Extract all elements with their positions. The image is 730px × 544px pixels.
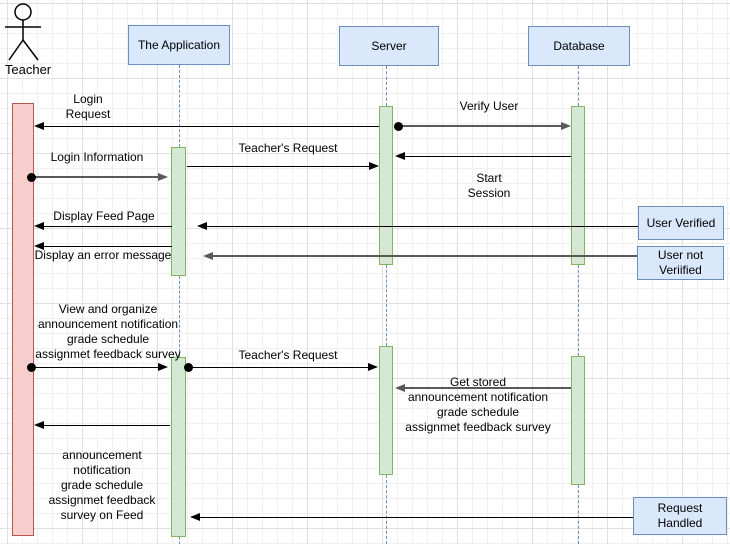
activation-bar-application-1 [171, 147, 186, 276]
note-label: Request Handled [657, 501, 703, 530]
arrowhead-icon [197, 222, 207, 230]
lifeline-application-segment [179, 276, 180, 357]
arrowhead-icon [395, 152, 405, 160]
note-label: User Verified [646, 215, 716, 230]
message-line-user-verified [205, 226, 638, 227]
message-line-display-error [42, 246, 172, 247]
message-label-get-stored: Get stored announcement notification gra… [405, 375, 551, 434]
message-label-view-organize: View and organize announcement notificat… [35, 302, 181, 361]
message-line-request-handled [198, 517, 633, 518]
origin-dot-icon [394, 122, 403, 131]
activation-bar-database-1 [571, 106, 585, 265]
origin-dot-icon [27, 363, 36, 372]
origin-dot-icon [27, 173, 36, 182]
activation-bar-server-2 [379, 346, 393, 475]
arrowhead-icon [34, 421, 44, 429]
lifeline-database-segment [578, 66, 579, 106]
message-line-login-request [42, 126, 379, 127]
arrowhead-icon [34, 122, 44, 130]
arrowhead-icon [34, 222, 44, 230]
note-user-verified: User Verified [638, 206, 724, 240]
message-line-feed-content [42, 425, 170, 426]
lifeline-application-segment [179, 65, 180, 147]
message-label-teachers-request-1: Teacher's Request [238, 141, 338, 155]
message-label-verify-user: Verify User [459, 99, 519, 113]
origin-dot-icon [184, 363, 193, 372]
lifeline-database-segment [578, 265, 579, 356]
arrowhead-icon [158, 363, 168, 371]
lifeline-header-label: Database [553, 39, 605, 53]
lifeline-server-segment [386, 265, 387, 346]
lifeline-database-segment [578, 485, 579, 544]
actor-stick-figure-icon [5, 3, 41, 61]
arrowhead-icon [34, 242, 44, 250]
activation-bar-application-2 [171, 357, 186, 537]
message-line-user-not-verified [211, 255, 637, 257]
arrowhead-icon [369, 162, 379, 170]
lifeline-header-the-application: The Application [128, 25, 230, 65]
message-label-display-feed-page: Display Feed Page [53, 209, 155, 223]
message-label-feed-content: announcement notification grade schedule… [48, 448, 156, 522]
note-request-handled: Request Handled [633, 497, 727, 535]
message-label-login-request: Login Request [65, 92, 111, 121]
activation-bar-teacher [12, 103, 34, 536]
message-line-start-session [403, 156, 571, 157]
message-line-verify-user [398, 125, 561, 127]
message-label-teachers-request-2: Teacher's Request [238, 348, 338, 362]
arrowhead-icon [190, 513, 200, 521]
note-label: User not Veriified [657, 248, 704, 277]
message-line-view-organize [31, 367, 158, 368]
activation-bar-database-2 [571, 356, 585, 485]
lifeline-header-database: Database [528, 26, 630, 66]
arrowhead-icon [395, 384, 405, 392]
lifeline-application-segment [179, 537, 180, 544]
message-line-display-feed-page [42, 226, 172, 227]
message-line-teachers-request-2 [188, 367, 368, 368]
lifeline-header-label: Server [371, 39, 407, 53]
message-label-start-session: Start Session [467, 171, 511, 200]
arrowhead-icon [561, 122, 571, 130]
note-user-not-verified: User not Veriified [637, 246, 724, 280]
message-label-login-information: Login Information [50, 150, 144, 164]
activation-bar-server-1 [379, 106, 393, 265]
message-label-display-error: Display an error message [34, 248, 172, 262]
lifeline-server-segment [386, 66, 387, 106]
message-line-login-information [31, 176, 158, 178]
lifeline-server-segment [386, 475, 387, 544]
actor-label: Teacher [4, 62, 52, 77]
arrowhead-icon [203, 252, 213, 260]
message-line-teachers-request-1 [187, 166, 369, 167]
lifeline-header-label: The Application [137, 38, 221, 52]
arrowhead-icon [368, 363, 378, 371]
message-line-get-stored [403, 387, 571, 389]
arrowhead-icon [158, 173, 168, 181]
lifeline-header-server: Server [339, 26, 439, 66]
